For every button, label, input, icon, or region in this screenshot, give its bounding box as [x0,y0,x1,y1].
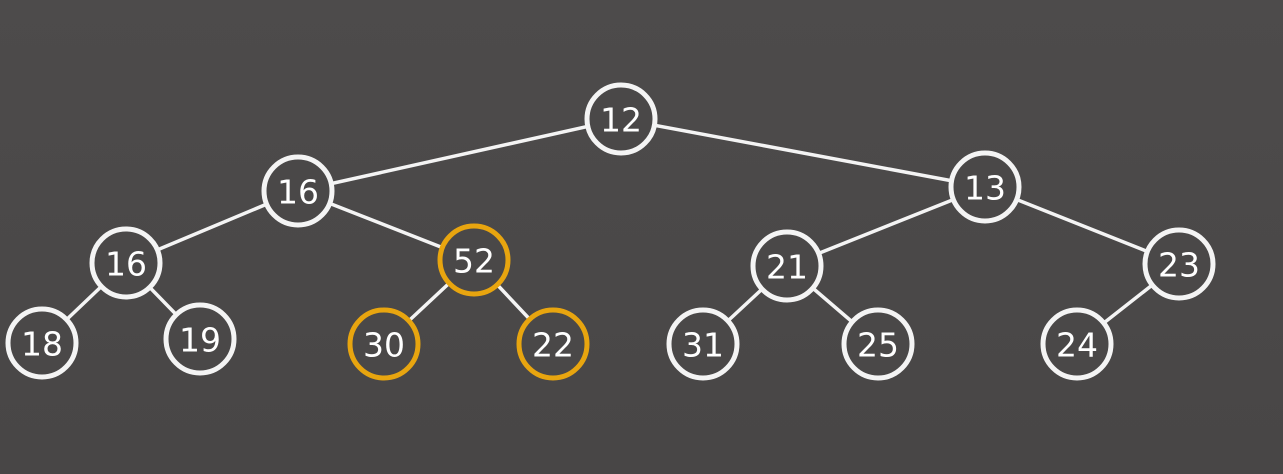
tree-node: 24 [1040,307,1114,381]
tree-edge-n0-n2 [619,117,987,189]
tree-node-highlighted: 30 [347,307,421,381]
node-circle [89,226,163,300]
node-circle [261,154,335,228]
tree-node: 19 [163,302,237,376]
tree-node: 16 [89,226,163,300]
tree-node: 21 [750,229,824,303]
node-circle [347,307,421,381]
node-value-label: 16 [105,245,147,284]
node-value-label: 24 [1056,326,1098,365]
node-circle [948,150,1022,224]
node-circle [841,307,915,381]
tree-node: 12 [584,82,658,156]
node-value-label: 23 [1158,246,1200,285]
tree-node: 18 [5,306,79,380]
node-value-label: 52 [453,242,495,281]
node-value-label: 18 [21,325,63,364]
tree-nodes: 12 16 13 16 52 21 23 18 19 30 22 31 25 24 [5,82,1216,381]
tree-node: 25 [841,307,915,381]
node-value-label: 12 [600,101,642,140]
node-value-label: 13 [964,169,1006,208]
tree-node: 31 [666,307,740,381]
node-value-label: 31 [682,326,724,365]
node-value-label: 25 [857,326,899,365]
node-circle [516,307,590,381]
tree-node: 13 [948,150,1022,224]
node-circle [666,307,740,381]
node-value-label: 21 [766,248,808,287]
node-value-label: 22 [532,326,574,365]
node-value-label: 16 [277,173,319,212]
tree-node-highlighted: 22 [516,307,590,381]
node-circle [1040,307,1114,381]
node-value-label: 19 [179,321,221,360]
tree-node-highlighted: 52 [437,223,511,297]
node-circle [750,229,824,303]
node-circle [5,306,79,380]
node-circle [584,82,658,156]
node-value-label: 30 [363,326,405,365]
tree-edge-n0-n1 [296,117,623,193]
tree-node: 23 [1142,227,1216,301]
node-circle [163,302,237,376]
node-circle [1142,227,1216,301]
node-circle [437,223,511,297]
tree-node: 16 [261,154,335,228]
